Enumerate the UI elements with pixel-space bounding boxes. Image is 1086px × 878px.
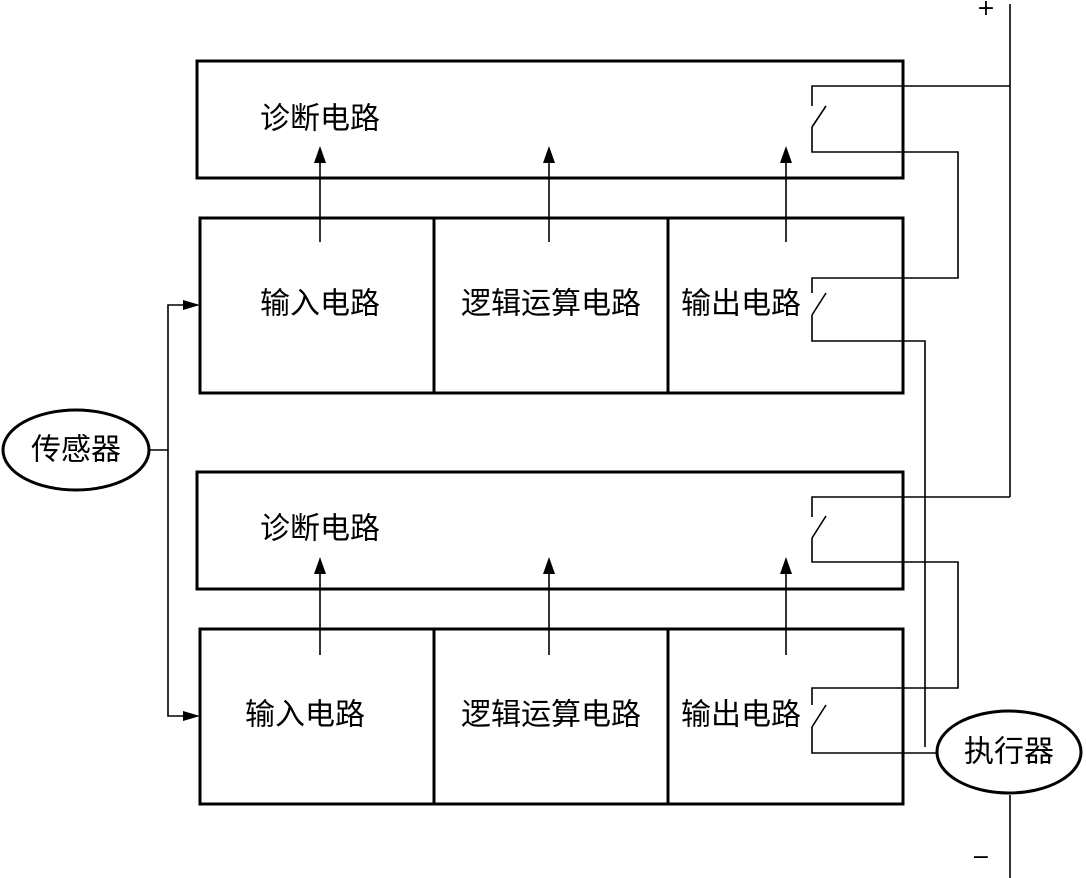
- actuator-label: 执行器: [964, 735, 1054, 770]
- channel-1-processing-box: [198, 216, 905, 395]
- channel-2-logic-label: 逻辑运算电路: [461, 698, 641, 733]
- sensor-node: [1, 408, 151, 492]
- channel-2-output-diag-arrow: [780, 557, 792, 655]
- channel-2-output-label: 输出电路: [681, 698, 801, 733]
- sensor-to-channel-1-arrowhead: [183, 300, 200, 310]
- channel-2: 诊断电路 输入电路 逻辑运算电路 输出电路: [195, 470, 1010, 806]
- channel-2-output-contact-blade: [811, 704, 827, 728]
- negative-terminal-label: −: [972, 845, 990, 870]
- channel-2-output-to-actuator-wire: [811, 727, 938, 754]
- channel-1-output-to-actuator-wire: [811, 315, 926, 747]
- sensor-to-channel-2-arrowhead: [183, 711, 200, 721]
- sensor-label: 传感器: [31, 433, 121, 468]
- channel-1-output-diag-arrow: [780, 146, 792, 242]
- channel-1-diagnostic-box: [195, 59, 905, 180]
- channel-2-processing-box: [198, 627, 905, 806]
- channel-2-diag-to-output-wire: [811, 538, 959, 705]
- channel-1-output-contact-blade: [811, 292, 827, 316]
- channel-2-diag-contact-top: [811, 496, 1010, 517]
- positive-terminal-label: +: [977, 0, 995, 21]
- channel-1-logic-label: 逻辑运算电路: [461, 287, 641, 322]
- channel-1-input-label: 输入电路: [260, 287, 380, 322]
- channel-2-logic-diag-arrow: [543, 557, 555, 655]
- channel-2-diagnostic-box: [195, 470, 905, 591]
- channel-2-diagnostic-label: 诊断电路: [260, 512, 380, 547]
- channel-1-diagnostic-label: 诊断电路: [260, 102, 380, 137]
- sensor-to-channel-2-wire: [167, 450, 185, 717]
- channel-2-diag-contact-blade: [811, 515, 827, 539]
- channel-2-input-diag-arrow: [314, 557, 326, 655]
- channel-1-diag-contact-top: [811, 85, 1010, 106]
- channel-1-diag-contact-blade: [811, 105, 827, 128]
- channel-1-diag-to-output-wire: [811, 127, 959, 293]
- channel-1-output-label: 输出电路: [681, 287, 801, 322]
- channel-1: 诊断电路 输入电路 逻辑运算电路 输出电路: [195, 59, 1010, 747]
- channel-1-logic-diag-arrow: [543, 146, 555, 242]
- sensor-to-channel-1-wire: [149, 304, 185, 451]
- channel-1-input-diag-arrow: [314, 146, 326, 242]
- actuator-node: [935, 709, 1083, 795]
- channel-2-input-label: 输入电路: [245, 698, 365, 733]
